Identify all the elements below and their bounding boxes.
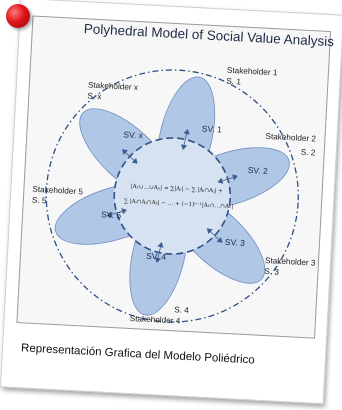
formula-line-1: |A₁∪…∪Aₙ| = ∑|Aᵢ| − ∑ |Aᵢ∩Aⱼ| + bbox=[131, 184, 224, 195]
petal-label-sv1: SV. 1 bbox=[202, 123, 223, 134]
arrow-svx bbox=[121, 149, 138, 164]
stakeholder-3-name: Stakeholder 3 bbox=[265, 256, 316, 268]
diagram-caption: Representación Grafica del Modelo Poliéd… bbox=[20, 342, 256, 367]
stakeholder-2-name: Stakeholder 2 bbox=[265, 132, 316, 144]
diagram-frame: |A₁∪…∪Aₙ| = ∑|Aᵢ| − ∑ |Aᵢ∩Aⱼ| + ∑ |Aᵢ∩Aⱼ… bbox=[16, 15, 332, 339]
arrow-sv5 bbox=[106, 208, 128, 218]
outer-stakeholder-ring bbox=[45, 69, 299, 323]
stakeholder-5-code: S. 5 bbox=[32, 196, 47, 206]
petal-label-svx: SV. x bbox=[123, 129, 144, 140]
arrow-sv2 bbox=[217, 174, 239, 184]
arrow-sv1 bbox=[180, 129, 190, 150]
arrows-group bbox=[106, 129, 239, 263]
petal-label-sv3: SV. 3 bbox=[225, 237, 246, 248]
polyhedral-diagram: |A₁∪…∪Aₙ| = ∑|Aᵢ| − ∑ |Aᵢ∩Aⱼ| + ∑ |Aᵢ∩Aⱼ… bbox=[32, 66, 317, 326]
stakeholder-x-name: Stakeholder x bbox=[88, 80, 138, 92]
arrow-sv4 bbox=[154, 242, 164, 263]
stakeholder-5-name: Stakeholder 5 bbox=[32, 185, 83, 197]
stakeholder-x-code: S. x bbox=[87, 91, 102, 101]
petal-label-sv4: SV. 4 bbox=[146, 251, 167, 262]
stakeholder-4-code: S. 4 bbox=[174, 305, 189, 315]
petal-label-sv2: SV. 2 bbox=[247, 165, 268, 176]
stakeholder-1-name: Stakeholder 1 bbox=[227, 66, 278, 78]
stakeholder-4-name: Stakeholder 4 bbox=[130, 314, 181, 326]
petal-label-sv5: SV. 5 bbox=[101, 209, 122, 220]
arrow-sv3 bbox=[206, 228, 223, 243]
center-intersection-circle bbox=[113, 137, 232, 255]
stakeholder-1-code: S. 1 bbox=[226, 77, 241, 87]
red-pushpin-icon bbox=[6, 4, 30, 28]
stakeholder-3-code: S. 3 bbox=[264, 267, 279, 277]
stakeholder-2-code: S. 2 bbox=[300, 148, 315, 158]
